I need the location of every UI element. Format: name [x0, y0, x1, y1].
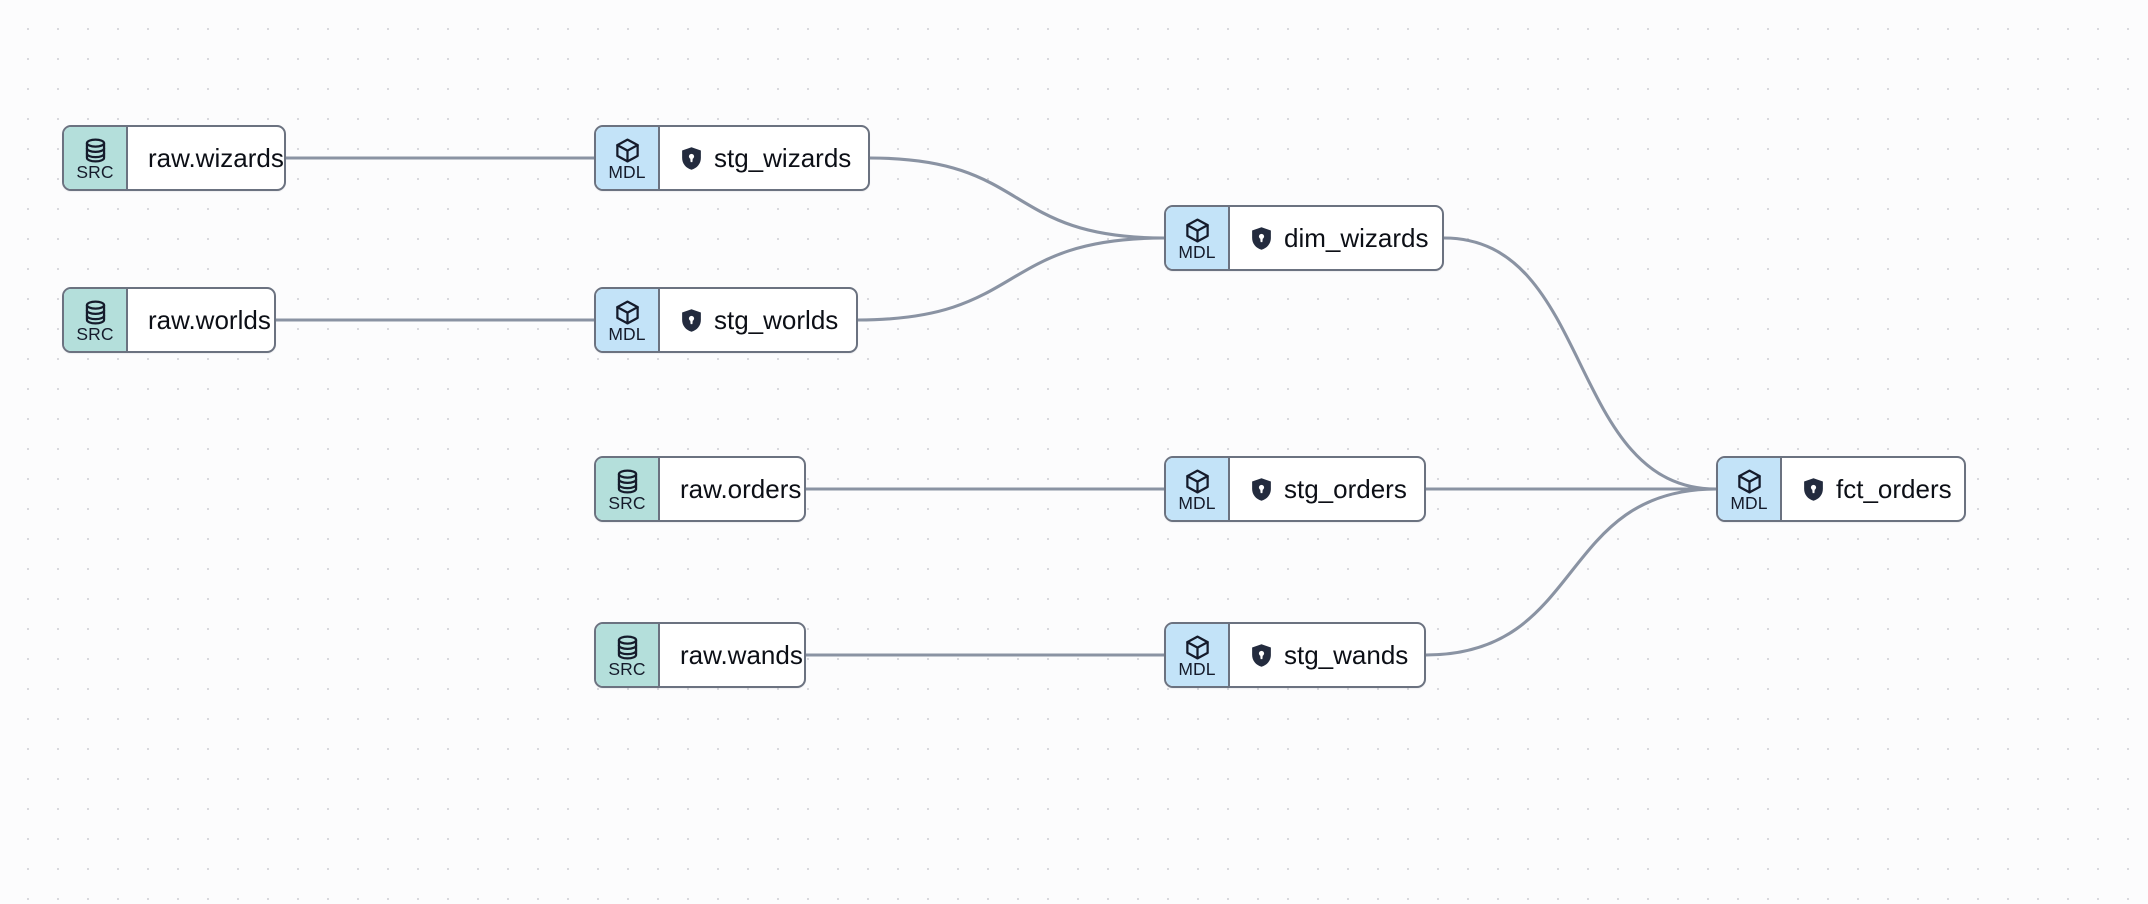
cube-icon	[1184, 468, 1211, 494]
node-body: stg_worlds	[660, 289, 856, 351]
node-kind-badge: SRC	[64, 289, 128, 351]
database-icon	[82, 299, 109, 325]
node-kind-label: MDL	[1178, 242, 1216, 262]
node-label: stg_worlds	[714, 305, 839, 335]
node-label: raw.wands	[680, 640, 803, 670]
node-kind-badge: MDL	[1166, 207, 1230, 269]
node-kind-badge: SRC	[596, 624, 660, 686]
shield-lock-icon	[680, 146, 703, 171]
node-body: raw.orders	[660, 458, 804, 520]
node-kind-badge: MDL	[1166, 624, 1230, 686]
node-body: fct_orders	[1782, 458, 1964, 520]
node-kind-label: SRC	[76, 162, 114, 182]
cube-icon	[1736, 468, 1763, 494]
node-body: raw.worlds	[128, 289, 274, 351]
lineage-node-raw_wizards[interactable]: SRC raw.wizards	[62, 125, 286, 191]
lineage-node-raw_orders[interactable]: SRC raw.orders	[594, 456, 806, 522]
node-kind-label: MDL	[1178, 659, 1216, 679]
node-kind-badge: SRC	[64, 127, 128, 189]
database-icon	[82, 137, 109, 163]
lineage-node-fct_orders[interactable]: MDL fct_orders	[1716, 456, 1966, 522]
shield-lock-icon	[1250, 226, 1273, 251]
node-label: raw.orders	[680, 474, 802, 504]
lineage-node-stg_wizards[interactable]: MDL stg_wizards	[594, 125, 870, 191]
cube-icon	[614, 137, 641, 163]
node-kind-label: SRC	[608, 659, 646, 679]
node-label: stg_wizards	[714, 143, 852, 173]
node-label: fct_orders	[1836, 474, 1952, 504]
node-kind-label: MDL	[1730, 493, 1768, 513]
shield-lock-icon	[1250, 477, 1273, 502]
node-label: stg_wands	[1284, 640, 1409, 670]
node-body: stg_wands	[1230, 624, 1424, 686]
lineage-node-stg_worlds[interactable]: MDL stg_worlds	[594, 287, 858, 353]
shield-lock-icon	[1250, 643, 1273, 668]
database-icon	[614, 468, 641, 494]
node-kind-badge: MDL	[1166, 458, 1230, 520]
node-body: stg_wizards	[660, 127, 868, 189]
shield-lock-icon	[680, 308, 703, 333]
node-kind-badge: MDL	[596, 127, 660, 189]
node-kind-label: MDL	[608, 324, 646, 344]
node-body: stg_orders	[1230, 458, 1424, 520]
cube-icon	[1184, 634, 1211, 660]
shield-lock-icon	[1802, 477, 1825, 502]
node-kind-badge: MDL	[1718, 458, 1782, 520]
lineage-node-raw_wands[interactable]: SRC raw.wands	[594, 622, 806, 688]
node-label: stg_orders	[1284, 474, 1407, 504]
node-kind-badge: MDL	[596, 289, 660, 351]
lineage-node-raw_worlds[interactable]: SRC raw.worlds	[62, 287, 276, 353]
node-label: raw.worlds	[148, 305, 271, 335]
lineage-node-stg_wands[interactable]: MDL stg_wands	[1164, 622, 1426, 688]
node-body: raw.wizards	[128, 127, 284, 189]
cube-icon	[614, 299, 641, 325]
node-kind-badge: SRC	[596, 458, 660, 520]
lineage-node-stg_orders[interactable]: MDL stg_orders	[1164, 456, 1426, 522]
node-kind-label: MDL	[608, 162, 646, 182]
node-kind-label: SRC	[76, 324, 114, 344]
node-kind-label: MDL	[1178, 493, 1216, 513]
node-body: dim_wizards	[1230, 207, 1442, 269]
node-label: dim_wizards	[1284, 223, 1429, 253]
node-body: raw.wands	[660, 624, 804, 686]
lineage-node-dim_wizards[interactable]: MDL dim_wizards	[1164, 205, 1444, 271]
cube-icon	[1184, 217, 1211, 243]
node-kind-label: SRC	[608, 493, 646, 513]
database-icon	[614, 634, 641, 660]
node-label: raw.wizards	[148, 143, 284, 173]
